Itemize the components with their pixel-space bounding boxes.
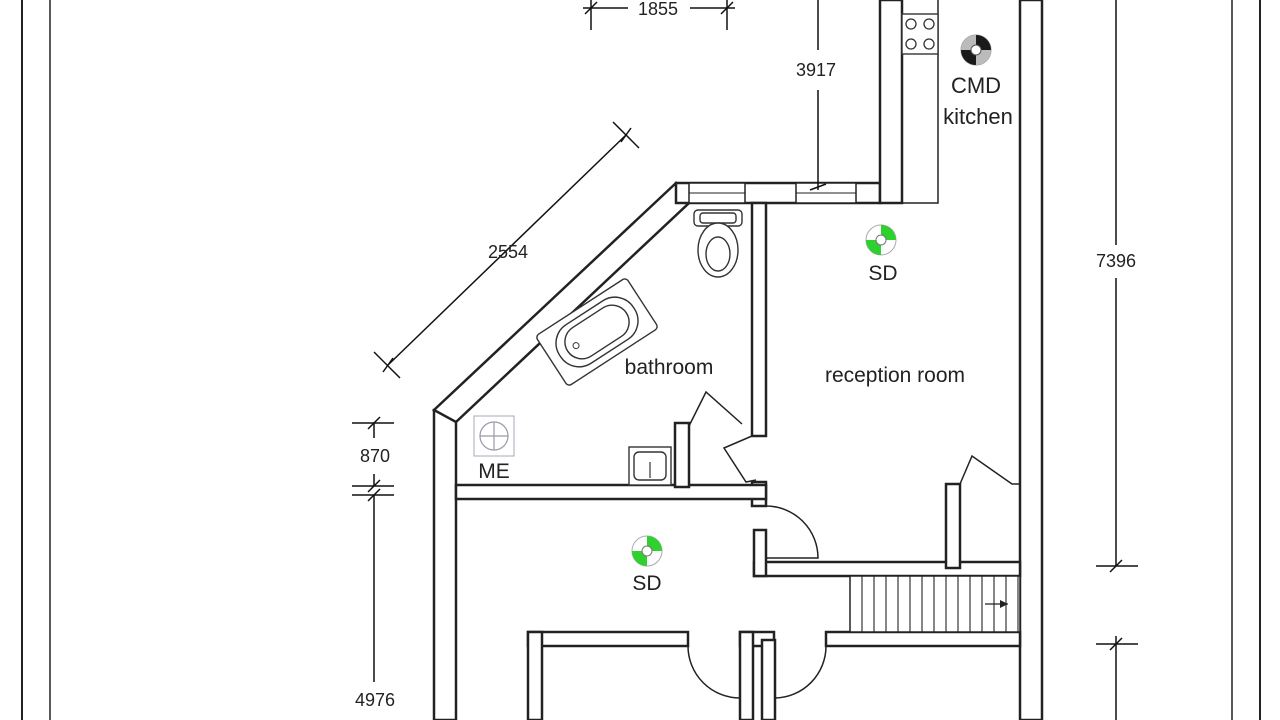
diagonal-exterior-wall (431, 181, 691, 424)
dimension-lines (352, 0, 1138, 720)
sheet-border (21, 0, 1261, 720)
toilet (693, 209, 743, 278)
reception-room-label: reception room (825, 364, 965, 387)
lower-wall-left (526, 630, 690, 648)
sd-icon (865, 224, 897, 256)
fixtures (536, 13, 939, 486)
staircase (849, 575, 1021, 633)
kitchen-hob (901, 13, 939, 55)
kitchen-wall (878, 0, 904, 205)
bathtub (536, 278, 658, 386)
wash-basin (628, 446, 672, 486)
dim-left-upper: 870 (360, 446, 390, 466)
labels: CMD kitchen SD bathroom reception room M… (355, 0, 1136, 710)
right-exterior-wall (1018, 0, 1044, 720)
cmd-label: CMD (951, 73, 1001, 98)
doors (687, 390, 1020, 699)
lower-wall-right (824, 630, 1022, 648)
dim-left-lower: 4976 (355, 690, 395, 710)
bathroom-partition-upper (750, 201, 768, 438)
lower-door-left (687, 645, 741, 699)
dim-top-width: 1855 (638, 0, 678, 19)
stair-wall (752, 560, 1022, 578)
sd-icon (631, 535, 663, 567)
me-icon (473, 415, 515, 457)
me-label: ME (478, 460, 510, 483)
left-exterior-wall (432, 408, 458, 720)
cmd-icon (960, 34, 992, 66)
kitchen-counter (901, 0, 939, 204)
dim-kitchen-depth: 3917 (796, 60, 836, 80)
cupboard-wall (944, 482, 962, 570)
cupboard-door (959, 454, 1020, 485)
dim-right-height: 7396 (1096, 251, 1136, 271)
bathroom-label: bathroom (625, 356, 714, 379)
bathroom-door-leaf (722, 435, 757, 483)
stair-wall-return (752, 528, 768, 578)
lower-wall-center-right (760, 638, 777, 720)
dim-diagonal: 2554 (488, 242, 528, 262)
bathroom-door-nib (673, 421, 691, 489)
reception-door (765, 505, 819, 559)
windows (688, 182, 857, 204)
bathroom-bottom-wall (454, 483, 768, 501)
bathroom-door-swing (688, 390, 743, 427)
sd-label-hall: SD (632, 572, 661, 595)
lower-wall-left-return (526, 630, 544, 720)
lower-wall-center-left (738, 630, 755, 720)
lower-door-right (774, 645, 827, 699)
kitchen-label: kitchen (943, 104, 1013, 129)
sd-label-reception: SD (868, 262, 897, 285)
